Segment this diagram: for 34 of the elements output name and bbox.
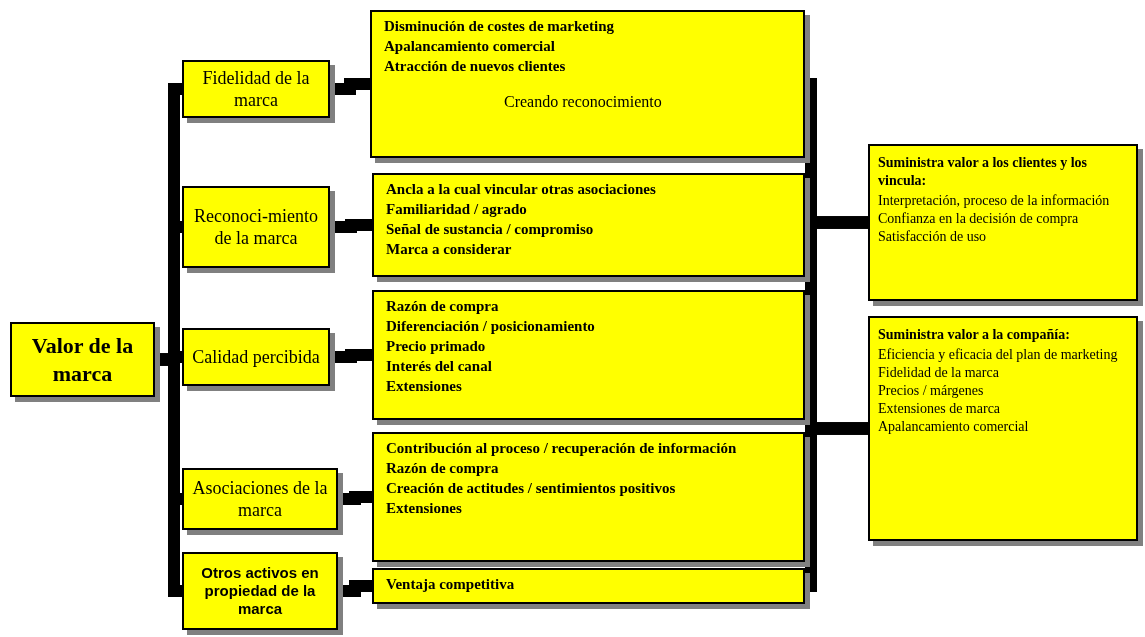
benefit-item: Satisfacción de uso (878, 228, 988, 246)
detail-item: Apalancamiento comercial (384, 37, 556, 56)
category-label: Calidad percibida (192, 346, 320, 368)
detail-item: Razón de compra (386, 459, 500, 478)
benefit-item: Precios / márgenes (878, 382, 985, 400)
category-label: Valor de la marca (30, 331, 135, 388)
benefit-item: Extensiones de marca (878, 400, 1002, 418)
detail-item: Diferenciación / posicionamiento (386, 317, 596, 336)
category-label: Reconoci-miento de la marca (193, 205, 319, 249)
category-label: Asociaciones de la marca (192, 477, 328, 521)
detail-item: Extensiones (386, 499, 463, 518)
benefit-heading: Suministra valor a la compañía: (878, 326, 1071, 344)
benefit-item: Apalancamiento comercial (878, 418, 1030, 436)
detail-item: Contribución al proceso / recuperación de información (386, 439, 738, 458)
detail-item: Marca a considerar (386, 240, 513, 259)
detail-item: Disminución de costes de marketing (384, 17, 615, 36)
category-label: Fidelidad de la marca (201, 67, 311, 111)
detail-item: Señal de sustancia / compromiso (386, 220, 595, 239)
detail-item: Precio primado (386, 337, 487, 356)
detail-item: Creando reconocimiento (504, 92, 663, 112)
benefit-item: Interpretación, proceso de la información (878, 192, 1111, 210)
benefit-item: Eficiencia y eficacia del plan de marketing (878, 346, 1119, 364)
detail-item: Atracción de nuevos clientes (384, 57, 567, 76)
benefit-item: Confianza en la decisión de compra (878, 210, 1080, 228)
benefit-heading: Suministra valor a los clientes y los vincula: (878, 154, 1088, 190)
detail-item: Interés del canal (386, 357, 493, 376)
detail-item: Creación de actitudes / sentimientos positivos (386, 479, 677, 498)
detail-item: Ancla a la cual vincular otras asociaciones (386, 180, 657, 199)
detail-item: Ventaja competitiva (386, 575, 516, 594)
detail-item: Familiaridad / agrado (386, 200, 528, 219)
detail-item: Extensiones (386, 377, 463, 396)
category-label: Otros activos en propiedad de la marca (200, 564, 320, 618)
detail-item: Razón de compra (386, 297, 500, 316)
benefit-item: Fidelidad de la marca (878, 364, 1000, 382)
